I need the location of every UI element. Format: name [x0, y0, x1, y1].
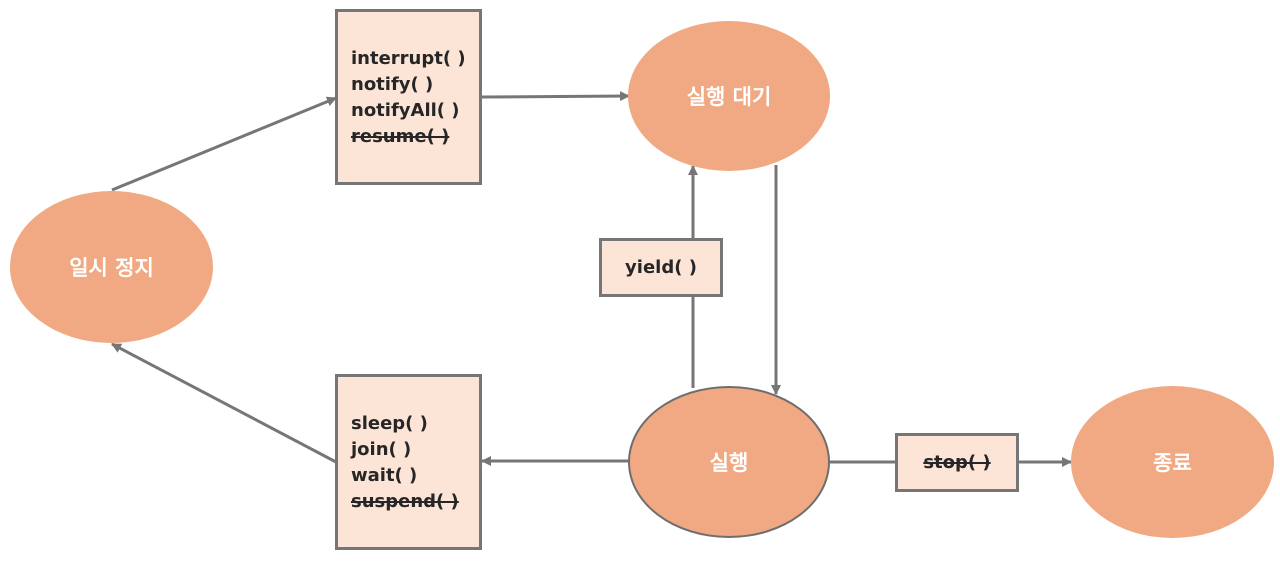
methods-box-stop: stop( ) — [895, 433, 1019, 492]
state-waiting-label: 실행 대기 — [686, 85, 772, 109]
methods-box-to-waiting: interrupt( ) notify( ) notifyAll( ) resu… — [335, 9, 482, 185]
state-running-label: 실행 — [709, 451, 749, 475]
method-interrupt: interrupt( ) — [351, 48, 466, 69]
method-yield: yield( ) — [625, 256, 697, 278]
method-sleep: sleep( ) — [351, 413, 428, 434]
method-suspend-deprecated: suspend( ) — [351, 491, 459, 512]
method-stop-deprecated: stop( ) — [923, 451, 991, 473]
method-notify: notify( ) — [351, 74, 434, 95]
methods-box-to-paused: sleep( ) join( ) wait( ) suspend( ) — [335, 374, 482, 550]
method-resume-deprecated: resume( ) — [351, 126, 450, 147]
methods-box-yield: yield( ) — [599, 238, 723, 297]
state-paused-label: 일시 정지 — [69, 256, 154, 280]
state-terminated-label: 종료 — [1153, 451, 1192, 475]
state-terminated: 종료 — [1071, 386, 1274, 538]
state-paused: 일시 정지 — [10, 191, 213, 343]
method-wait: wait( ) — [351, 465, 418, 486]
method-notify-all: notifyAll( ) — [351, 100, 460, 121]
arrow-sleep-box-to-paused — [111, 342, 337, 464]
method-join: join( ) — [351, 439, 412, 460]
state-running: 실행 — [628, 386, 830, 538]
state-waiting: 실행 대기 — [628, 21, 830, 171]
arrow-resume-box-to-waiting — [481, 91, 630, 102]
arrow-paused-to-resume-box — [111, 96, 337, 192]
